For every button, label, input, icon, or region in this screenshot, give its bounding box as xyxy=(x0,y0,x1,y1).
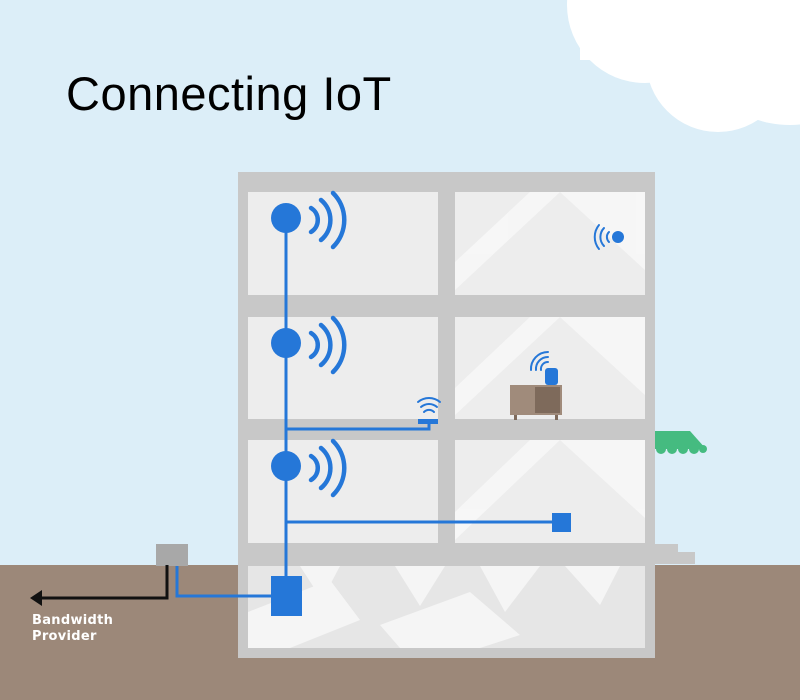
page-title: Connecting IoT xyxy=(66,67,392,120)
building xyxy=(238,172,695,658)
wifi-waves-icon xyxy=(308,190,347,250)
access-point-icon xyxy=(271,438,347,498)
wireless-sensor-icon xyxy=(593,224,624,250)
provider-label-line1: Bandwidth xyxy=(32,613,114,628)
network-hub-icon xyxy=(271,576,302,616)
wired-device-icon xyxy=(552,513,571,532)
access-point-icon xyxy=(271,190,347,250)
provider-label-line2: Provider xyxy=(32,629,97,644)
arrow-left-icon xyxy=(30,590,42,606)
cloud-icon xyxy=(567,0,800,132)
bandwidth-provider-label: Bandwidth Provider xyxy=(32,613,113,645)
cabinet xyxy=(510,385,562,420)
provider-connection xyxy=(30,565,169,606)
access-point-icon xyxy=(271,315,347,375)
router-icon xyxy=(417,397,441,424)
wifi-waves-icon xyxy=(308,438,347,498)
wifi-waves-icon xyxy=(308,315,347,375)
smart-speaker-icon xyxy=(529,350,558,385)
modem-box xyxy=(156,544,188,566)
awning xyxy=(655,431,707,454)
